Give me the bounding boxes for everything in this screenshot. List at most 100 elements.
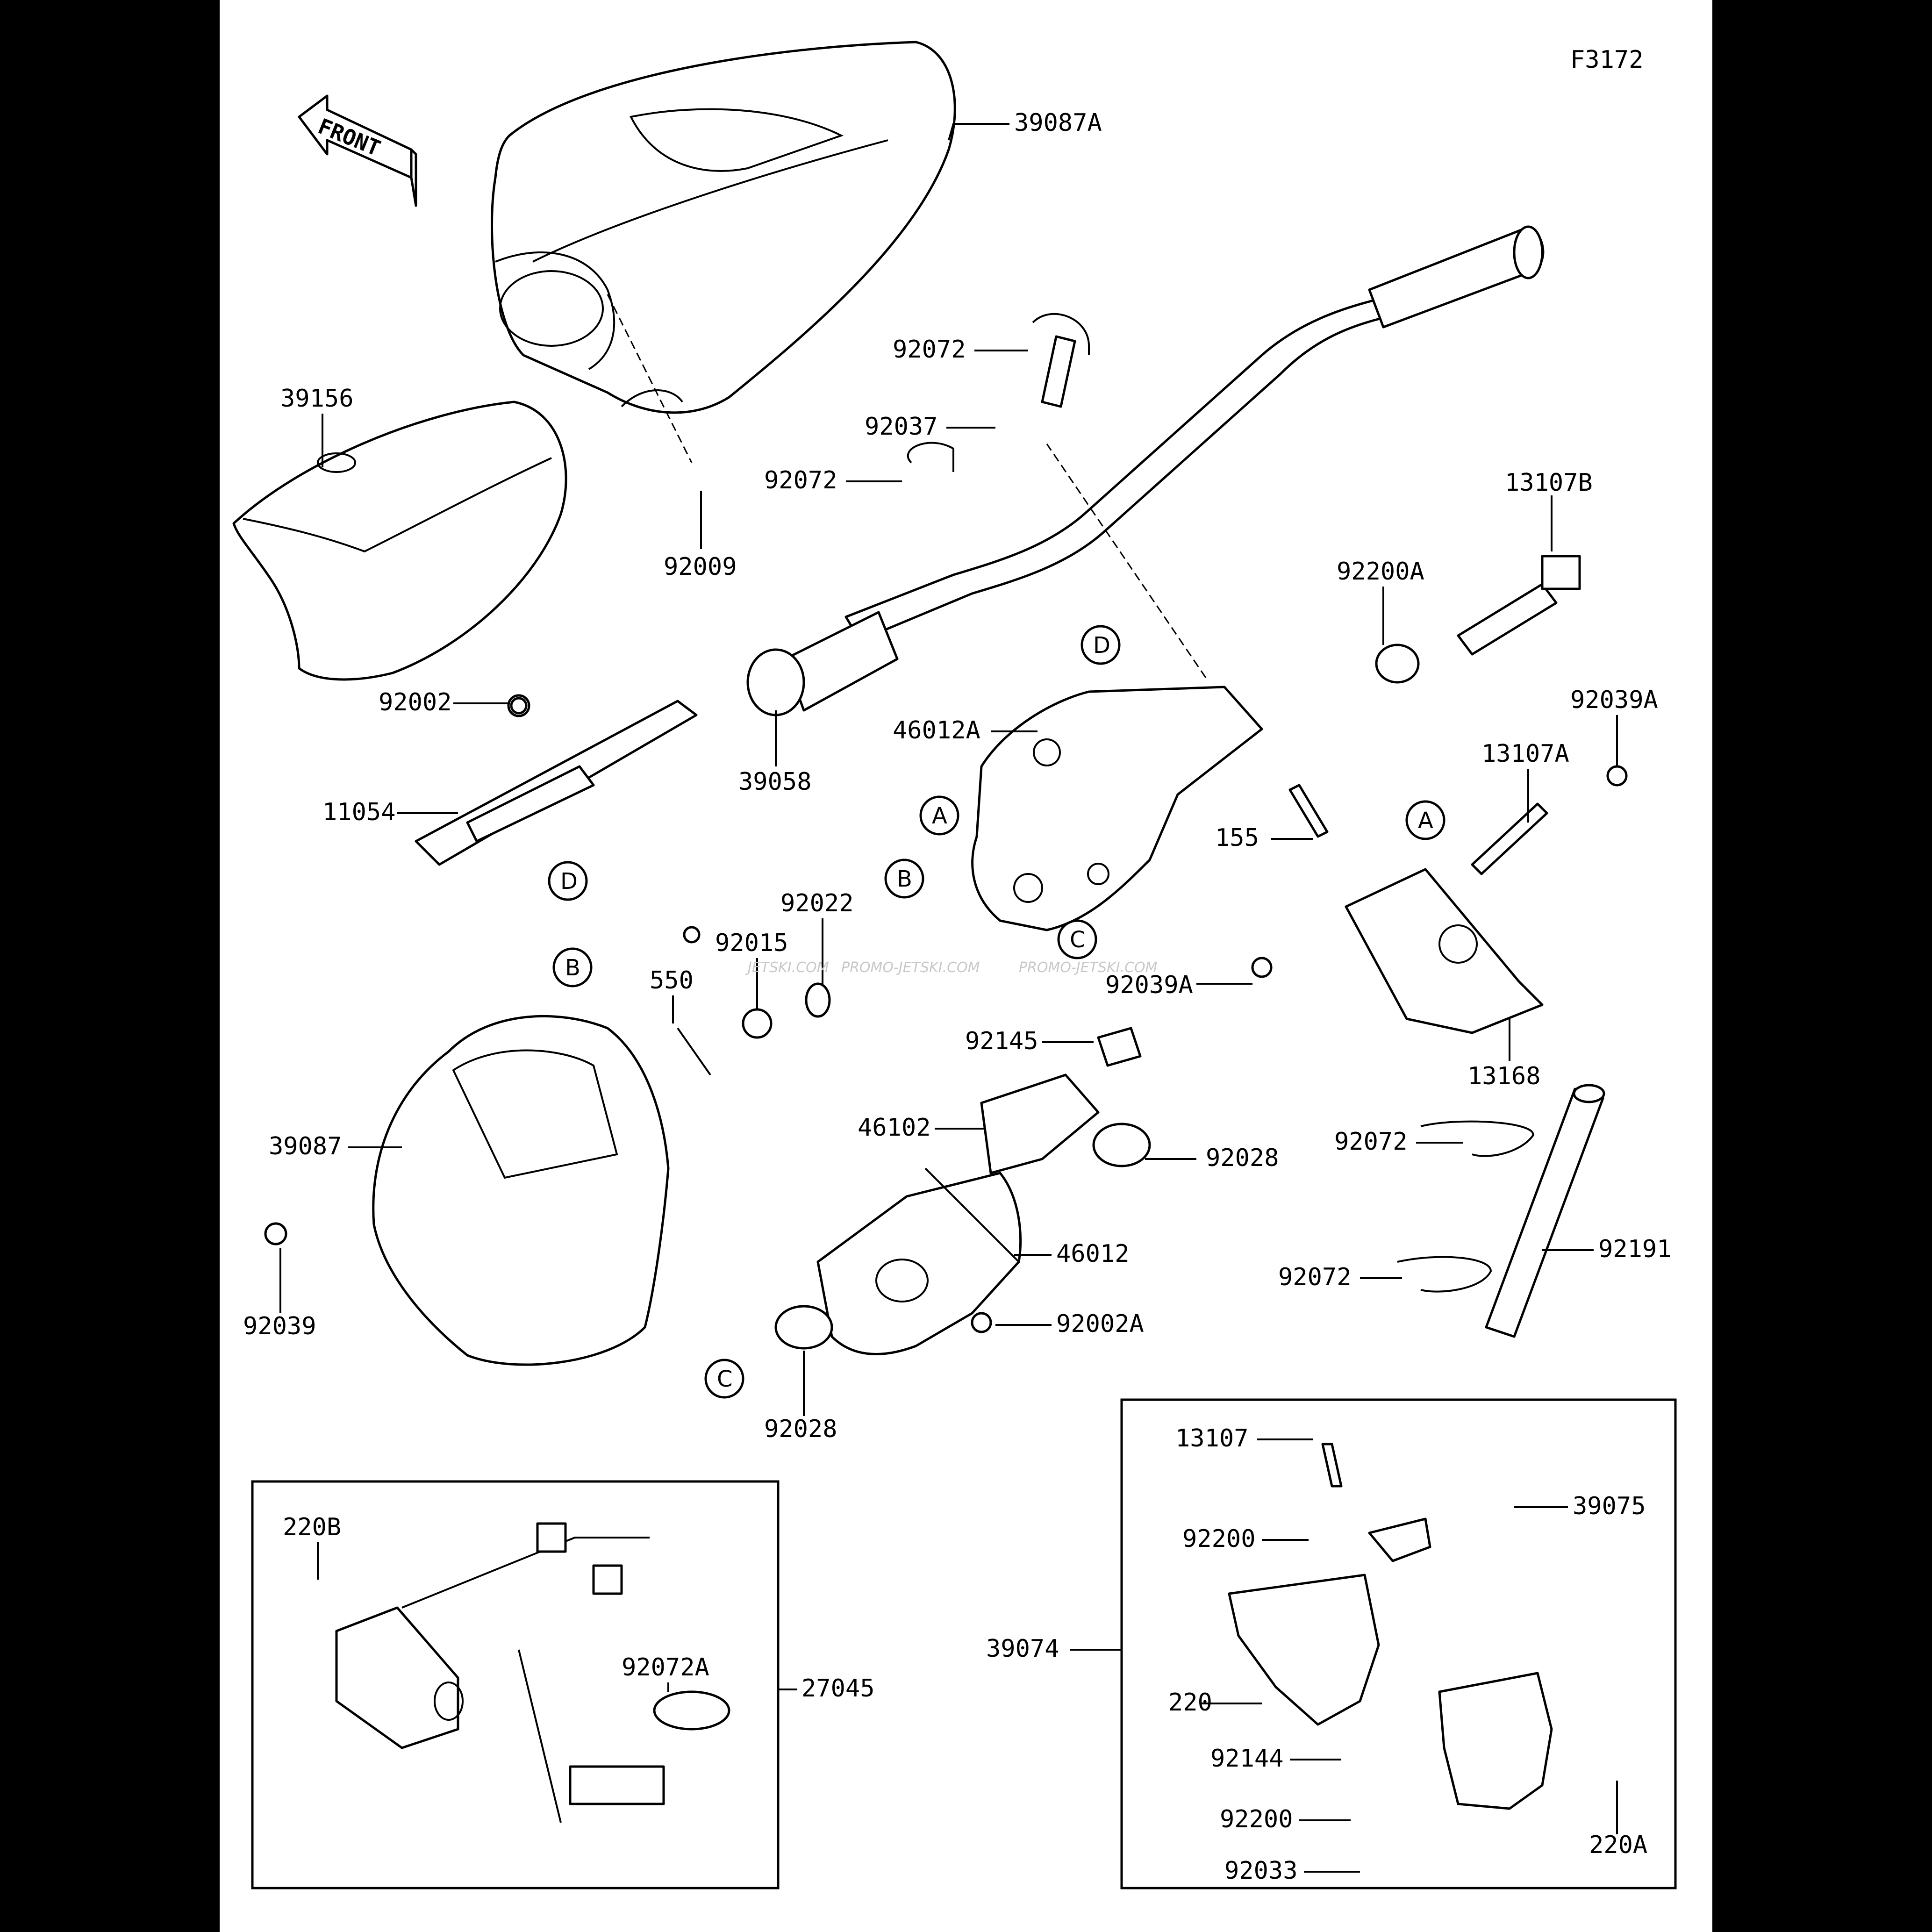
cable-tie-92072-d (1397, 1256, 1492, 1293)
callout-a-right: A (1405, 800, 1445, 840)
steering-bracket-lower-part (816, 1167, 1022, 1355)
label-92200-lower: 92200 (1220, 1805, 1293, 1833)
svg-text:A: A (932, 803, 947, 829)
label-92028-right: 92028 (1206, 1144, 1279, 1172)
label-13107: 13107 (1175, 1424, 1249, 1453)
callout-c-upper: C (1057, 919, 1097, 959)
label-92072-right: 92072 (1334, 1128, 1408, 1156)
callout-d-lower: D (548, 861, 588, 901)
washer-92022 (805, 982, 831, 1018)
washer-92200a (1375, 644, 1420, 684)
lower-cover-part (372, 1015, 670, 1366)
label-92072-mid: 92072 (764, 466, 837, 494)
cable-tie-92072-c (1420, 1120, 1534, 1157)
kit-27045-box (251, 1480, 780, 1889)
label-92009: 92009 (664, 553, 737, 581)
label-92037: 92037 (865, 413, 938, 441)
label-39087: 39087 (269, 1132, 342, 1160)
rivet-92039a-right (1606, 765, 1628, 787)
cotter-pin-550 (677, 1027, 711, 1076)
washer-92028-upper (1092, 1123, 1151, 1167)
label-92200a: 92200A (1337, 558, 1424, 586)
svg-text:B: B (897, 866, 912, 892)
label-13107b: 13107B (1505, 469, 1593, 497)
label-220b: 220B (283, 1513, 341, 1541)
kill-switch-part (335, 1522, 650, 1749)
label-46012a: 46012A (893, 716, 980, 744)
bolt-part (1457, 555, 1581, 656)
label-46012: 46012 (1056, 1240, 1130, 1268)
label-13107a: 13107A (1481, 740, 1569, 768)
callout-a-left: A (919, 795, 959, 836)
label-39074: 39074 (986, 1635, 1059, 1663)
bolt-92002a (971, 1312, 992, 1333)
front-arrow-icon: FRONT (298, 94, 417, 207)
handlebar-part (746, 225, 1545, 716)
label-92072-lower: 92072 (1278, 1263, 1352, 1291)
lanyard-part (518, 1649, 730, 1823)
label-39156: 39156 (280, 385, 354, 413)
pin-part (1471, 802, 1548, 875)
part-label-list: 39087A 92072 92037 92072 39156 92009 131… (243, 109, 1672, 1885)
spring-92145 (1097, 1027, 1142, 1067)
label-92145: 92145 (965, 1027, 1038, 1055)
label-92144: 92144 (1210, 1745, 1284, 1773)
leader-lines (279, 123, 1618, 1873)
label-155: 155 (1215, 824, 1259, 852)
label-92022: 92022 (780, 889, 854, 917)
upper-cover-part (491, 41, 956, 414)
label-39058: 39058 (738, 768, 812, 796)
throttle-housing-part (1228, 1443, 1553, 1810)
bracket-part (415, 694, 698, 866)
bolt-92002 (510, 697, 528, 715)
seat-cover-part (232, 401, 567, 681)
label-92002a: 92002A (1056, 1310, 1144, 1338)
watermark-3: PROMO-JETSKI.COM (1019, 959, 1158, 976)
label-39087a: 39087A (1014, 109, 1102, 137)
label-92072a: 92072A (622, 1653, 709, 1682)
svg-text:A: A (1418, 808, 1433, 834)
rivet-92039a (1251, 957, 1273, 978)
label-13168: 13168 (1467, 1062, 1541, 1090)
assembly-39074-box (1120, 1398, 1677, 1889)
cable-tie-92072-b (907, 442, 954, 472)
label-92033: 92033 (1224, 1857, 1298, 1885)
label-46102: 46102 (858, 1114, 931, 1142)
clamp-92037 (1041, 335, 1076, 408)
bolt-155 (1288, 784, 1329, 838)
label-92039a-right: 92039A (1570, 686, 1658, 714)
label-92191: 92191 (1598, 1235, 1672, 1263)
label-11054: 11054 (322, 798, 396, 826)
svg-text:C: C (1070, 927, 1086, 953)
steering-bracket-upper-part (971, 686, 1263, 931)
label-27045: 27045 (801, 1674, 875, 1703)
label-39075: 39075 (1573, 1492, 1646, 1520)
label-92039a: 92039A (1105, 971, 1193, 999)
label-550: 550 (650, 966, 694, 995)
label-92028-lower: 92028 (764, 1415, 837, 1443)
label-92002: 92002 (379, 688, 452, 716)
callout-d-upper: D (1080, 625, 1121, 665)
label-220a: 220A (1589, 1831, 1647, 1859)
nut-92015 (742, 1008, 773, 1039)
svg-text:B: B (565, 955, 580, 981)
rivet-92039 (264, 1222, 287, 1245)
lever-bracket-part (1345, 868, 1544, 1034)
callout-c-lower: C (704, 1359, 744, 1399)
svg-text:D: D (560, 868, 578, 894)
screw-92009 (683, 926, 701, 944)
tube-part (1485, 1084, 1605, 1338)
cable-tie-92072-a (1032, 313, 1090, 355)
label-92072-top: 92072 (893, 336, 966, 364)
washer-92028-lower (774, 1305, 833, 1350)
callout-b-left: B (884, 859, 924, 899)
label-92015: 92015 (715, 929, 788, 957)
watermark-2: PROMO-JETSKI.COM (841, 959, 980, 976)
label-92039: 92039 (243, 1312, 316, 1340)
svg-text:C: C (717, 1366, 733, 1392)
switch-housing-part (980, 1073, 1100, 1174)
callout-b-cover: B (552, 947, 593, 987)
label-92200-upper: 92200 (1182, 1525, 1256, 1553)
figure-id: F3172 (1570, 46, 1644, 74)
